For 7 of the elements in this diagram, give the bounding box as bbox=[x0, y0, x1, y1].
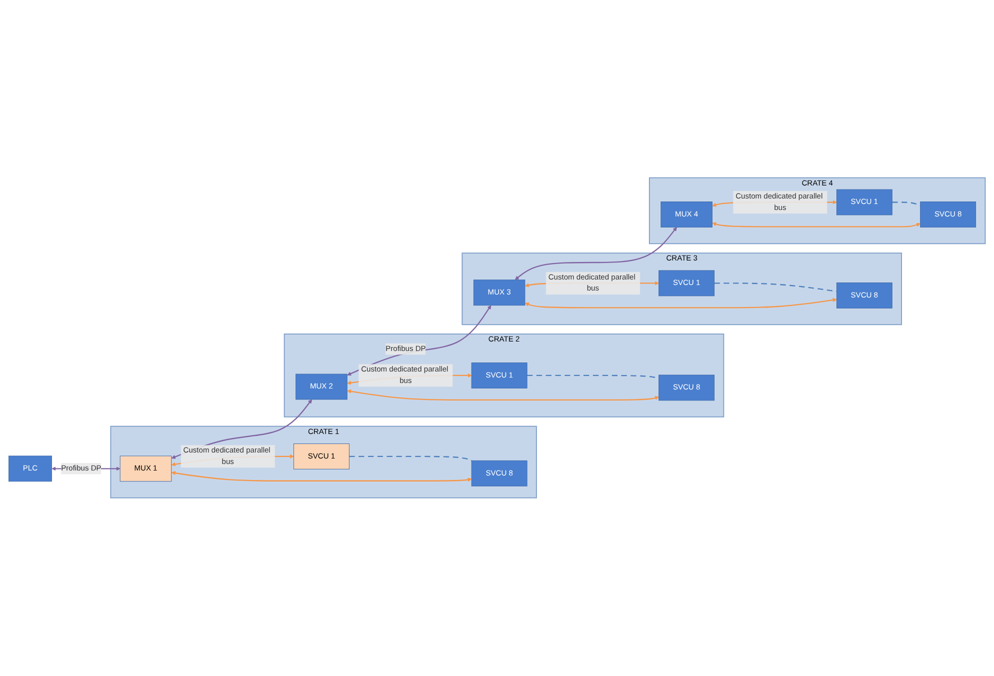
connector bbox=[349, 456, 472, 462]
arrow bbox=[524, 298, 837, 308]
arrow bbox=[347, 390, 660, 401]
arrow bbox=[347, 305, 492, 376]
arrow bbox=[712, 222, 921, 228]
arrow bbox=[171, 471, 472, 482]
arrow bbox=[514, 227, 677, 280]
